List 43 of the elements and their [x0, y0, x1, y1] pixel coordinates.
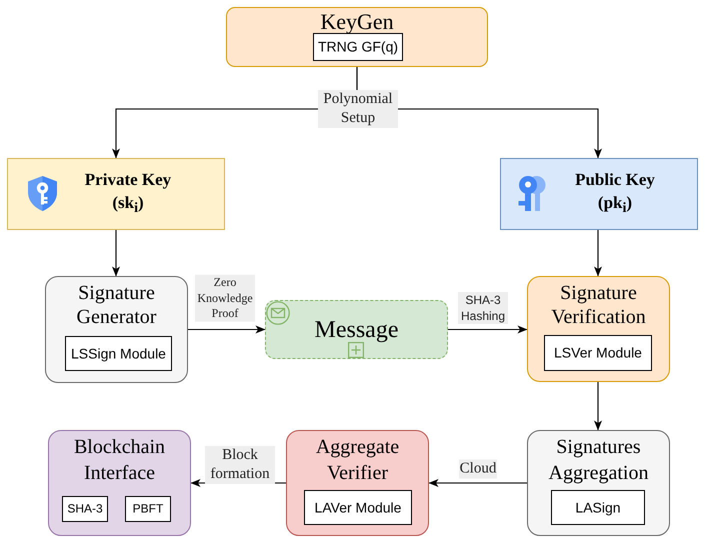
module-box [313, 33, 403, 61]
node-title: Aggregate Verifier [316, 436, 400, 484]
node-title: Signatures Aggregation [548, 436, 648, 484]
arrow [594, 230, 602, 276]
edge-label: Block formation [205, 446, 275, 484]
edge-label: Cloud [458, 460, 498, 478]
key-box [500, 158, 698, 230]
module-box [551, 490, 645, 525]
module-box [304, 490, 412, 525]
module-label: LASign [575, 499, 621, 515]
arrow [112, 230, 120, 276]
process-box [45, 276, 188, 383]
edge-label: SHA-3 Hashing [458, 292, 508, 324]
edge-label: Polynomial Setup [318, 90, 398, 128]
arrow [448, 326, 528, 334]
node-title: Private Key (sk$_{i}$) [84, 170, 172, 212]
process-box [286, 430, 429, 536]
module-label: PBFT [132, 502, 164, 516]
process-box [226, 7, 488, 67]
key-box [7, 158, 225, 230]
module-box [62, 496, 108, 522]
arrow [188, 326, 266, 334]
process-box [527, 430, 670, 536]
node-title: Signature Generator [76, 282, 156, 328]
module-label: SHA-3 [67, 502, 103, 516]
edge-label: Zero Knowledge Proof [195, 274, 255, 322]
process-box [527, 276, 670, 382]
node-title: Public Key (pk$_{i}$) [575, 170, 655, 212]
node-title: Signature Verification [551, 282, 646, 328]
module-label: LSSign Module [71, 345, 166, 361]
arrow [428, 479, 527, 487]
module-box [544, 335, 652, 371]
module-box [65, 336, 172, 371]
process-box [48, 430, 191, 536]
module-box [125, 496, 171, 522]
node-title: Blockchain Interface [74, 436, 166, 484]
module-label: LSVer Module [554, 344, 642, 360]
module-label: TRNG GF(q) [318, 38, 398, 54]
module-label: LAVer Module [314, 499, 402, 515]
arrow [594, 382, 602, 430]
node-title: Message [314, 316, 398, 342]
message-box [265, 300, 448, 359]
node-title: KeyGen [320, 9, 394, 34]
